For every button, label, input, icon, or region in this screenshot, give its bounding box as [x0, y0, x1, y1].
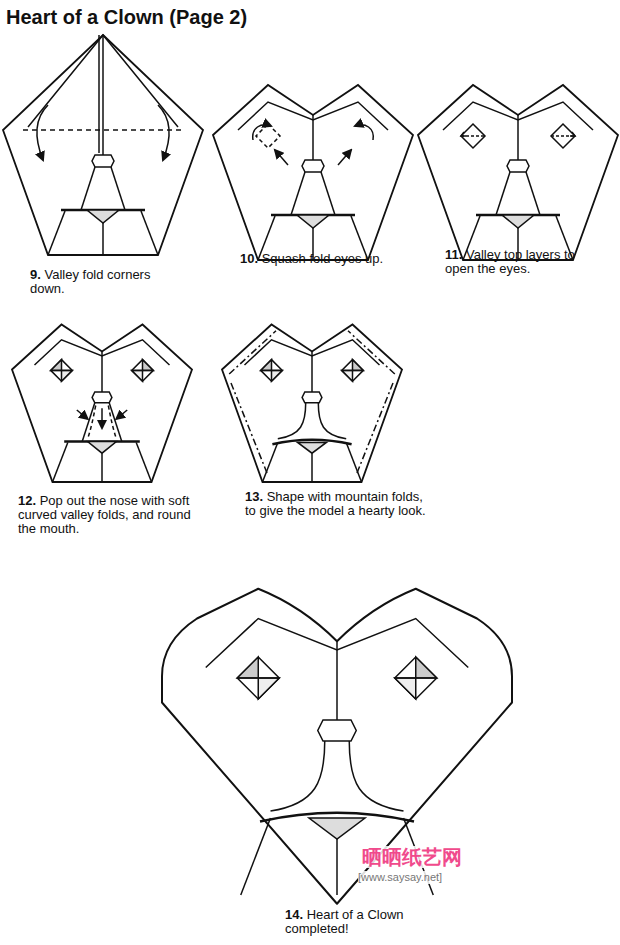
diagram-title: Heart of a Clown (Page 2)	[6, 6, 247, 29]
step-number: 13.	[245, 489, 263, 504]
step-number: 12.	[18, 493, 36, 508]
step-number: 9.	[30, 267, 41, 282]
step-number: 11.	[445, 247, 462, 262]
watermark: 晒晒纸艺网	[362, 846, 462, 868]
step-instruction: Pop out the nose with soft curved valley…	[18, 493, 191, 536]
step-number: 14.	[285, 907, 303, 922]
step-caption: 12. Pop out the nose with soft curved va…	[18, 494, 208, 536]
watermark-url: [www.saysay.net]	[358, 871, 442, 884]
step-instruction: Valley top layers to open the eyes.	[445, 247, 575, 276]
step-caption: 13. Shape with mountain folds, to give t…	[245, 490, 430, 518]
step-instruction: Heart of a Clown completed!	[285, 907, 404, 936]
step-caption: 10. Squash fold eyes up.	[240, 252, 410, 266]
step-caption: 11. Valley top layers to open the eyes.	[445, 248, 595, 276]
step-instruction: Squash fold eyes up.	[262, 251, 383, 266]
step-instruction: Valley fold corners down.	[30, 267, 150, 296]
step-caption: 14. Heart of a Clown completed!	[285, 908, 425, 936]
step-caption: 9. Valley fold corners down.	[30, 268, 180, 296]
step-instruction: Shape with mountain folds, to give the m…	[245, 489, 426, 518]
step-number: 10.	[240, 251, 258, 266]
